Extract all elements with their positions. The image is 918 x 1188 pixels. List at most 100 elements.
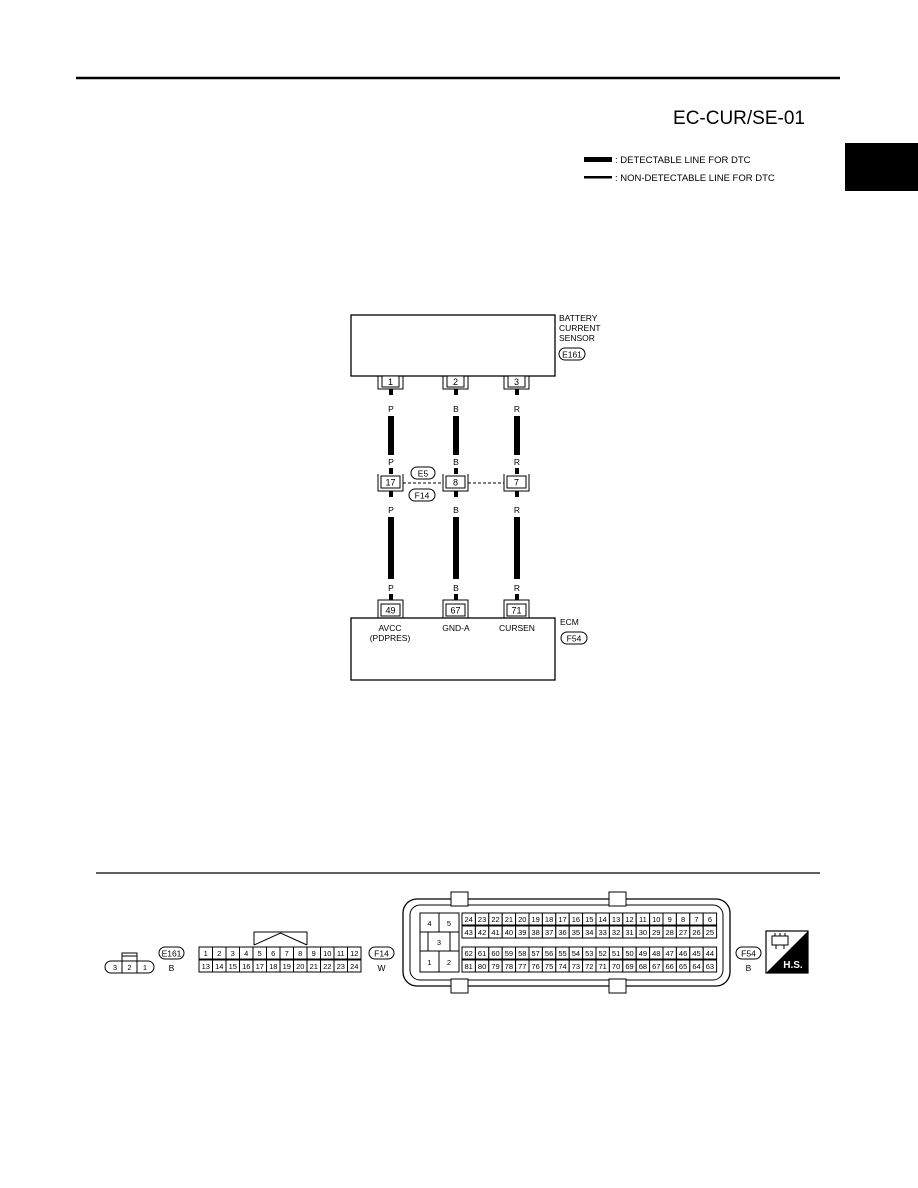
f54-pin-79: 79 xyxy=(488,959,503,973)
svg-text:8: 8 xyxy=(681,915,685,924)
svg-text:41: 41 xyxy=(491,928,499,937)
f54-pin-51: 51 xyxy=(608,946,624,960)
f54-top-latch-2 xyxy=(608,891,627,907)
f54-pin-39: 39 xyxy=(515,925,530,939)
f54-pin-29: 29 xyxy=(649,925,664,939)
svg-text:62: 62 xyxy=(465,949,473,958)
svg-text:3: 3 xyxy=(514,377,519,387)
f54-pin-75: 75 xyxy=(541,959,557,973)
joint-connector-f14-label: F14 xyxy=(415,491,430,501)
svg-text:60: 60 xyxy=(491,949,499,958)
f54-pin-69: 69 xyxy=(622,959,637,973)
wire-segment-lower: P B R P B R xyxy=(388,491,520,600)
svg-text:4: 4 xyxy=(244,949,248,958)
svg-text:80: 80 xyxy=(478,962,486,971)
svg-text:39: 39 xyxy=(518,928,526,937)
svg-text:78: 78 xyxy=(505,962,513,971)
svg-text:42: 42 xyxy=(478,928,486,937)
sensor-name-line-1: BATTERY xyxy=(559,313,598,323)
f54-pin-38: 38 xyxy=(528,925,543,939)
f54-id: F54 xyxy=(741,949,756,959)
f54-pin-58: 58 xyxy=(515,946,530,960)
svg-text:18: 18 xyxy=(269,962,277,971)
svg-text:72: 72 xyxy=(585,962,593,971)
svg-text:22: 22 xyxy=(491,915,499,924)
f54-pin-24: 24 xyxy=(461,912,476,926)
sensor-pin-3: 3 xyxy=(503,375,530,390)
f54-bottom-latch-2 xyxy=(608,978,627,994)
f54-pin-74: 74 xyxy=(555,959,570,973)
wire-color-2-c: B xyxy=(453,505,459,515)
f54-pin-8: 8 xyxy=(675,912,691,926)
f54-pin-46: 46 xyxy=(675,946,691,960)
f54-pin-55: 55 xyxy=(555,946,570,960)
svg-text:27: 27 xyxy=(679,928,687,937)
e161-pin-1: 1 xyxy=(143,963,147,972)
svg-text:14: 14 xyxy=(215,962,223,971)
svg-text:59: 59 xyxy=(505,949,513,958)
svg-text:52: 52 xyxy=(599,949,607,958)
ecm-pin-67: 67 xyxy=(442,599,469,618)
ecm-pin-71: 71 xyxy=(503,599,530,618)
svg-text:53: 53 xyxy=(585,949,593,958)
sensor-box xyxy=(350,314,556,377)
svg-text:71: 71 xyxy=(511,606,521,616)
f54-pin-62: 62 xyxy=(461,946,476,960)
f54-pin-22: 22 xyxy=(488,912,503,926)
f14-color: W xyxy=(377,963,385,973)
f54-pin-11: 11 xyxy=(635,912,651,926)
svg-text:70: 70 xyxy=(612,962,620,971)
f54-pin-50: 50 xyxy=(622,946,637,960)
ecm: 49 67 71 AVCC (PDPRES) GND-A CURSEN ECM … xyxy=(350,599,588,681)
f54-pin-12: 12 xyxy=(622,912,637,926)
svg-text:61: 61 xyxy=(478,949,486,958)
f54-pin-43: 43 xyxy=(461,925,476,939)
f14-pin-24: 24 xyxy=(347,959,362,973)
f54-pin-61: 61 xyxy=(474,946,490,960)
svg-text:43: 43 xyxy=(465,928,473,937)
f54-pin-53: 53 xyxy=(582,946,597,960)
svg-text:57: 57 xyxy=(532,949,540,958)
svg-text:75: 75 xyxy=(545,962,553,971)
f54-pin-4: 4 xyxy=(427,919,431,928)
wire-segment-upper: P B R P B R xyxy=(388,389,520,474)
svg-text:30: 30 xyxy=(639,928,647,937)
svg-text:56: 56 xyxy=(545,949,553,958)
svg-text:15: 15 xyxy=(229,962,237,971)
f54-bottom-latch-1 xyxy=(450,978,469,994)
svg-text:50: 50 xyxy=(625,949,633,958)
svg-text:9: 9 xyxy=(312,949,316,958)
hs-label: H.S. xyxy=(783,960,803,971)
svg-text:17: 17 xyxy=(558,915,566,924)
f54-pin-44: 44 xyxy=(702,946,718,960)
wire-color-1-b: P xyxy=(388,457,394,467)
svg-text:2: 2 xyxy=(217,949,221,958)
svg-text:24: 24 xyxy=(350,962,358,971)
svg-text:8: 8 xyxy=(298,949,302,958)
f54-pin-25: 25 xyxy=(702,925,718,939)
wire-3-upper xyxy=(514,416,520,455)
wire-2-lower xyxy=(453,517,459,579)
svg-text:19: 19 xyxy=(283,962,291,971)
joint-connector-f14-badge xyxy=(408,488,436,502)
f14-pin-9: 9 xyxy=(306,946,321,960)
f14-pin-19: 19 xyxy=(279,959,294,973)
ecm-signal-gnd-a: GND-A xyxy=(442,623,470,633)
svg-text:32: 32 xyxy=(612,928,620,937)
f54-pin-73: 73 xyxy=(568,959,584,973)
svg-text:71: 71 xyxy=(599,962,607,971)
f54-pin-81: 81 xyxy=(461,959,476,973)
ecm-pin-49: 49 xyxy=(377,599,404,618)
svg-text:7: 7 xyxy=(514,478,519,488)
svg-text:10: 10 xyxy=(323,949,331,958)
e161-pin-3: 3 xyxy=(113,963,117,972)
ecm-name: ECM xyxy=(560,617,579,627)
f54-pin-26: 26 xyxy=(689,925,704,939)
wire-color-2-a: B xyxy=(453,404,459,414)
f54-pin-21: 21 xyxy=(501,912,517,926)
f14-pin-12: 12 xyxy=(347,946,362,960)
svg-text:38: 38 xyxy=(532,928,540,937)
wire-color-1-d: P xyxy=(388,583,394,593)
